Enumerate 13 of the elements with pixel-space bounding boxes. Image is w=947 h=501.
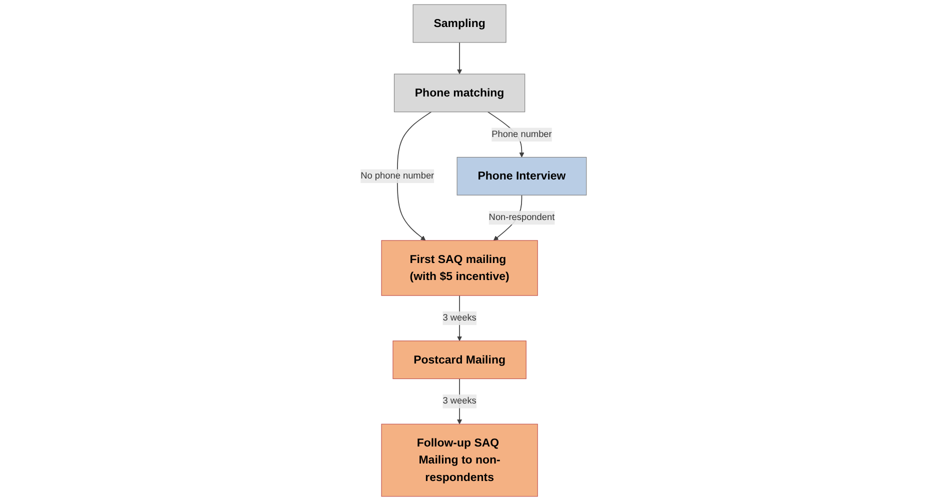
edge-label: 3 weeks	[442, 313, 476, 323]
node-box: Sampling	[412, 4, 506, 43]
node-box: First SAQ mailing (with $5 incentive)	[381, 240, 538, 296]
node-box: Follow-up SAQ Mailing to non-respondents	[381, 424, 538, 497]
node-box: Phone matching	[394, 74, 526, 112]
arrow	[457, 42, 462, 74]
node-box: Postcard Mailing	[392, 340, 526, 380]
edge-label: 3 weeks	[442, 396, 476, 406]
edge-label: No phone number	[360, 171, 434, 181]
arrow	[396, 111, 432, 241]
edge-label: Non-respondent	[488, 212, 555, 222]
node-box: Phone Interview	[456, 156, 587, 196]
edge-label: Phone number	[492, 129, 552, 140]
